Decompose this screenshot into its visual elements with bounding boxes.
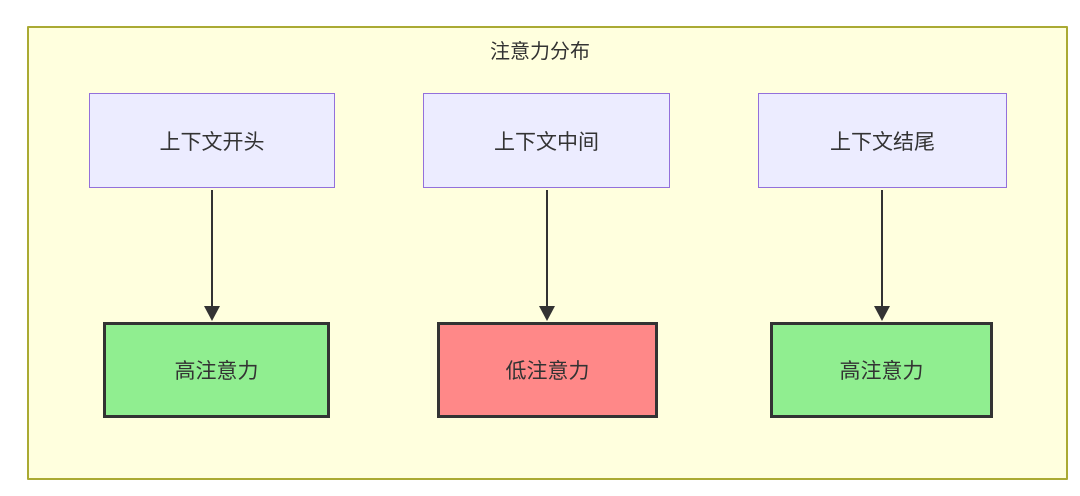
- node-context-start: 上下文开头: [89, 93, 335, 188]
- node-high-attention-right: 高注意力: [770, 322, 993, 418]
- node-context-end: 上下文结尾: [758, 93, 1007, 188]
- diagram-title: 注意力分布: [490, 41, 590, 63]
- node-context-middle: 上下文中间: [423, 93, 670, 188]
- node-high-attention-right-label: 高注意力: [839, 360, 924, 383]
- node-context-end-label: 上下文结尾: [830, 130, 935, 154]
- node-context-start-label: 上下文开头: [159, 130, 265, 154]
- node-context-middle-label: 上下文中间: [494, 130, 599, 154]
- node-high-attention-left: 高注意力: [103, 322, 330, 418]
- node-high-attention-left-label: 高注意力: [174, 360, 259, 383]
- node-low-attention-middle-label: 低注意力: [505, 360, 590, 383]
- node-low-attention-middle: 低注意力: [437, 322, 658, 418]
